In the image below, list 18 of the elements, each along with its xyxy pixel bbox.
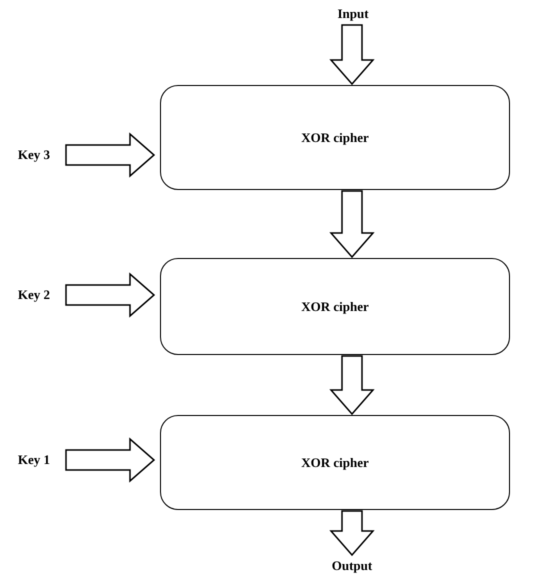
text-label: Output (322, 556, 382, 576)
process-label: XOR cipher (301, 454, 369, 470)
process-label: XOR cipher (301, 130, 369, 146)
process-box (160, 415, 510, 510)
block-arrow (65, 132, 156, 178)
block-arrow (329, 190, 375, 258)
text-label: Input (325, 4, 381, 24)
block-arrow (329, 510, 375, 556)
text-label: Key 1 (4, 450, 64, 470)
process-box (160, 85, 510, 190)
block-arrow (329, 24, 375, 86)
block-arrow (329, 355, 375, 416)
process-label: XOR cipher (301, 298, 369, 314)
text-label: Key 2 (4, 285, 64, 305)
block-arrow (65, 437, 156, 483)
text-label: Key 3 (4, 145, 64, 165)
process-box (160, 258, 510, 355)
block-arrow (65, 272, 156, 318)
